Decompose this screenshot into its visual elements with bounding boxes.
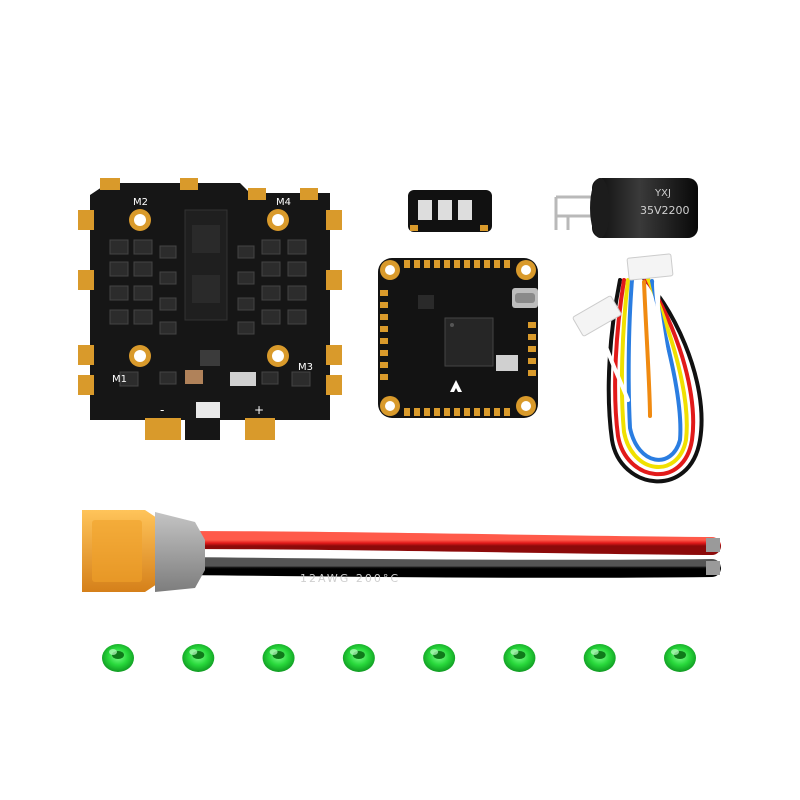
esc-mount-holes bbox=[129, 209, 289, 367]
esc-inductor bbox=[200, 350, 220, 366]
flight-controller bbox=[378, 258, 538, 418]
xt60-boot bbox=[155, 512, 205, 592]
xt60-connector bbox=[82, 510, 205, 592]
esc-label-m4: M4 bbox=[276, 197, 291, 208]
cable-tip-black bbox=[706, 561, 720, 575]
grommet-row bbox=[102, 644, 696, 672]
esc-diode bbox=[196, 402, 220, 418]
esc-mosfets bbox=[109, 239, 311, 387]
grommet bbox=[664, 644, 696, 672]
grommet bbox=[182, 644, 215, 672]
fc-button bbox=[496, 355, 518, 371]
jst-connector-side bbox=[572, 295, 622, 337]
grommet bbox=[423, 644, 456, 672]
grommet bbox=[262, 644, 295, 672]
fc-edge-pads bbox=[380, 260, 536, 416]
power-cable: 12AWG 200°C bbox=[176, 531, 721, 585]
cable-print: 12AWG 200°C bbox=[300, 572, 400, 585]
led-board bbox=[408, 190, 492, 232]
capacitor: 35V2200 YXJ bbox=[554, 178, 698, 238]
esc-label-negative: - bbox=[160, 403, 164, 417]
capacitor-rating: 35V2200 bbox=[640, 204, 690, 217]
esc-capacitor-small bbox=[185, 370, 203, 384]
esc-board: M2 M4 M1 M3 - + bbox=[78, 178, 342, 440]
capacitor-brand: YXJ bbox=[654, 188, 671, 199]
wire-harness bbox=[598, 273, 704, 484]
esc-label-m2: M2 bbox=[133, 197, 148, 208]
grommet bbox=[583, 644, 616, 672]
esc-motor-pads bbox=[78, 178, 342, 440]
cable-tip-red bbox=[706, 538, 720, 552]
grommet bbox=[503, 644, 536, 672]
esc-label-m3: M3 bbox=[298, 362, 313, 373]
esc-label-m1: M1 bbox=[112, 374, 127, 385]
direction-arrow-icon bbox=[450, 380, 462, 392]
grommet bbox=[102, 644, 134, 672]
esc-shunt bbox=[230, 372, 256, 386]
esc-label-positive: + bbox=[254, 403, 264, 417]
jst-connector-top bbox=[626, 253, 674, 281]
grommet bbox=[342, 644, 375, 672]
